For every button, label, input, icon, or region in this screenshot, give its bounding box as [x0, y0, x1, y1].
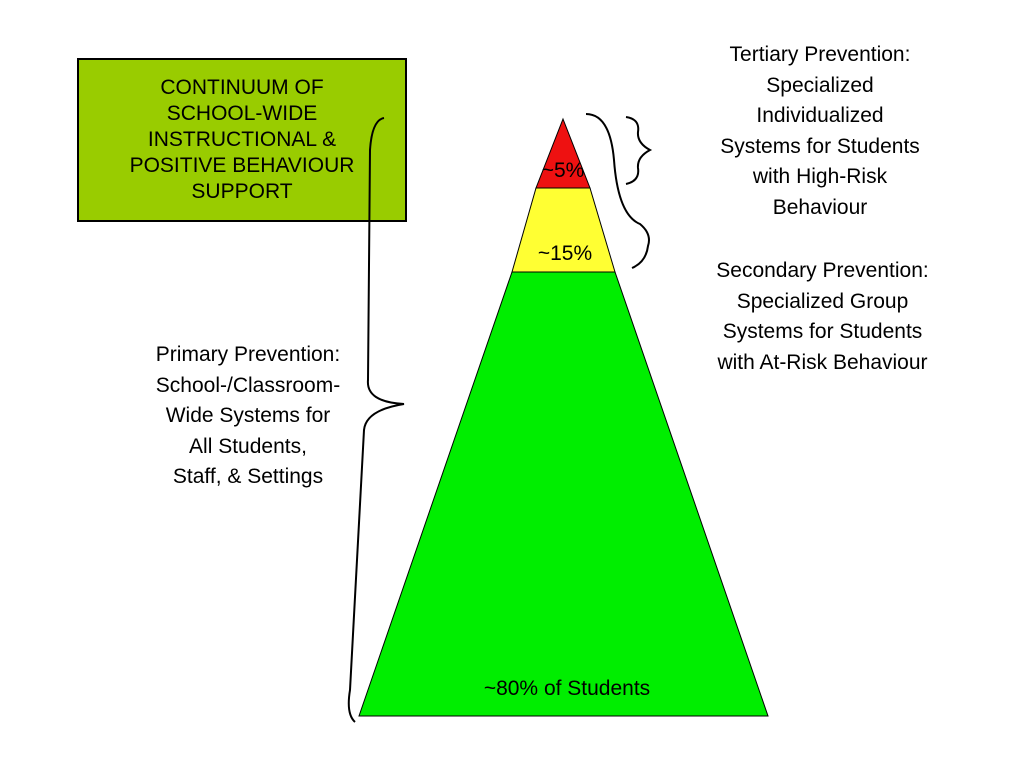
- description-line: Specialized: [766, 73, 874, 97]
- tertiary-percent-label: ~5%: [542, 159, 585, 182]
- primary-description: Primary Prevention: School-/Classroom- W…: [118, 340, 378, 493]
- description-line: Individualized: [756, 104, 884, 127]
- tertiary-description: Tertiary Prevention: Specialized Individ…: [685, 40, 955, 223]
- secondary-percent-label: ~15%: [538, 242, 592, 265]
- description-line: with At-Risk Behaviour: [717, 350, 928, 374]
- description-line: Tertiary Prevention:: [729, 43, 911, 66]
- description-line: Primary Prevention:: [155, 343, 341, 366]
- description-line: Behaviour: [772, 195, 868, 219]
- description-line: with High-Risk: [752, 165, 888, 188]
- primary-percent-label: ~80% of Students: [484, 677, 650, 700]
- title-box: CONTINUUM OF SCHOOL-WIDE INSTRUCTIONAL &…: [77, 58, 407, 222]
- title-line: SCHOOL-WIDE: [166, 102, 318, 125]
- description-line: Systems for Students: [722, 320, 923, 343]
- primary-brace: [347, 117, 405, 723]
- tertiary-brace: [625, 116, 653, 185]
- title-line: INSTRUCTIONAL &: [147, 128, 337, 151]
- description-line: Specialized Group: [736, 289, 909, 313]
- description-line: Wide Systems for: [165, 404, 331, 427]
- secondary-brace: [585, 113, 650, 269]
- description-line: Secondary Prevention:: [716, 259, 929, 282]
- title-line: SUPPORT: [191, 180, 293, 203]
- title-text: CONTINUUM OF SCHOOL-WIDE INSTRUCTIONAL &…: [92, 75, 392, 205]
- description-line: Systems for Students: [720, 134, 920, 158]
- secondary-description: Secondary Prevention: Specialized Group …: [680, 256, 965, 378]
- description-line: All Students,: [189, 434, 307, 458]
- title-line: POSITIVE BEHAVIOUR: [129, 154, 355, 177]
- tertiary-tier: [535, 117, 591, 189]
- description-line: Staff, & Settings: [172, 465, 324, 488]
- description-line: School-/Classroom-: [155, 373, 341, 397]
- title-line: CONTINUUM OF: [160, 76, 324, 99]
